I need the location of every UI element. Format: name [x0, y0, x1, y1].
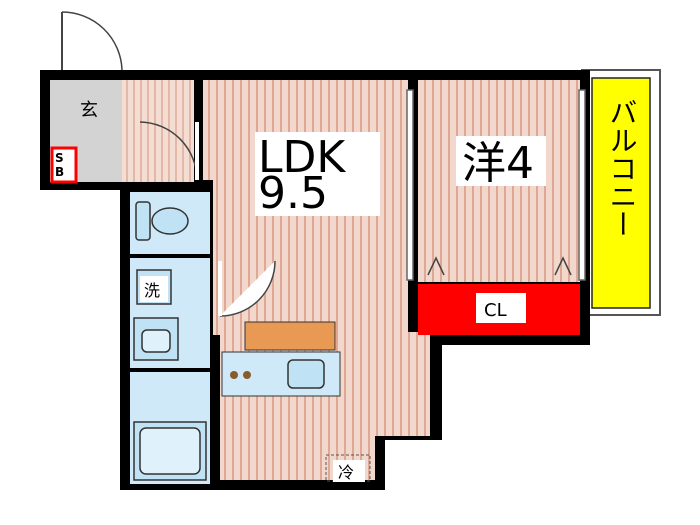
western-label-bg	[456, 136, 546, 186]
sliding-doors	[406, 89, 586, 281]
cl-label-bg	[476, 293, 526, 323]
shoe-box	[50, 146, 78, 184]
balcony-label: バルコニー	[606, 98, 639, 238]
kitchen-counter	[244, 321, 336, 351]
wash-basin-icon	[133, 317, 179, 361]
balcony	[581, 69, 661, 316]
bathtub-icon	[133, 421, 207, 481]
wash-label-bg	[140, 276, 168, 302]
ldk-label-bg	[255, 132, 380, 216]
hall-floor	[122, 80, 194, 182]
ldk-size-label: 9.5	[258, 168, 328, 219]
ldk-label: LDK	[258, 132, 346, 183]
kitchen	[221, 321, 341, 397]
closet-label: CL	[484, 300, 507, 321]
sink-icon	[287, 359, 325, 389]
entrance-label-bg	[76, 92, 106, 122]
closet-doors	[427, 256, 572, 276]
entrance-label: 玄	[80, 100, 98, 121]
western-room-label: 洋4	[462, 138, 534, 189]
refrigerator-label-bg	[333, 460, 365, 482]
interior-doors	[139, 121, 276, 317]
refrigerator-label: 冷	[338, 463, 354, 482]
toilet-icon	[135, 201, 189, 241]
washroom-label: 洗	[144, 281, 160, 300]
balcony-fill	[591, 77, 651, 309]
entrance-door	[61, 11, 123, 71]
